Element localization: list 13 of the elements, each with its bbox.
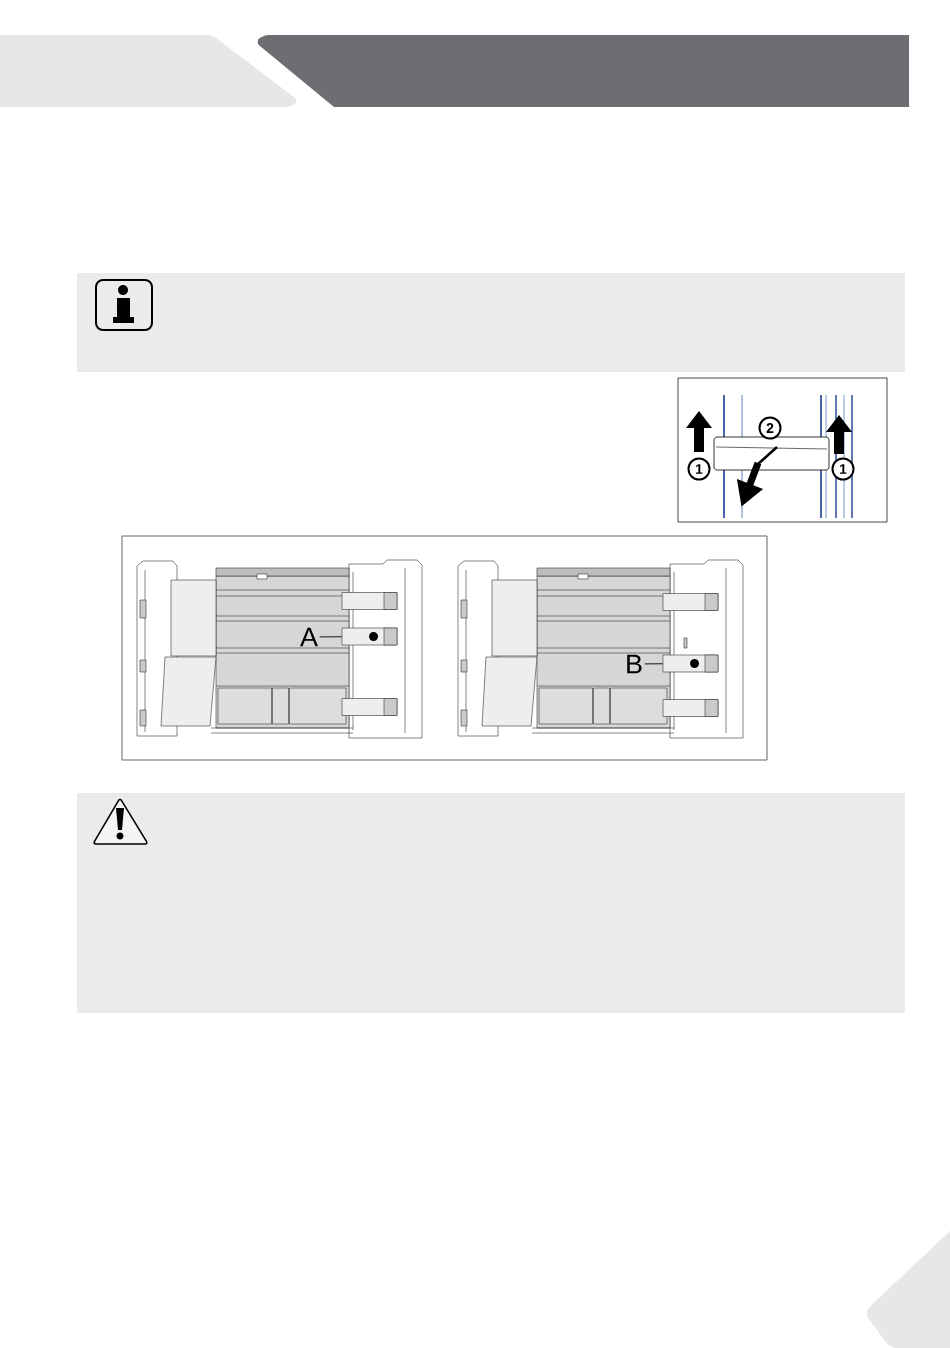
door-bin — [662, 654, 719, 673]
step-number: 2 — [758, 416, 782, 440]
door-bin — [662, 699, 719, 717]
door-bin — [341, 592, 398, 610]
door-bin — [341, 627, 398, 646]
leader-line — [644, 663, 664, 665]
door-bin — [662, 593, 719, 611]
leader-line — [319, 636, 343, 638]
callout-letter: B — [627, 654, 642, 674]
step-number: 1 — [831, 457, 855, 481]
callout-letter: A — [300, 627, 318, 647]
step-number: 1 — [687, 457, 711, 481]
door-bin — [341, 698, 398, 716]
